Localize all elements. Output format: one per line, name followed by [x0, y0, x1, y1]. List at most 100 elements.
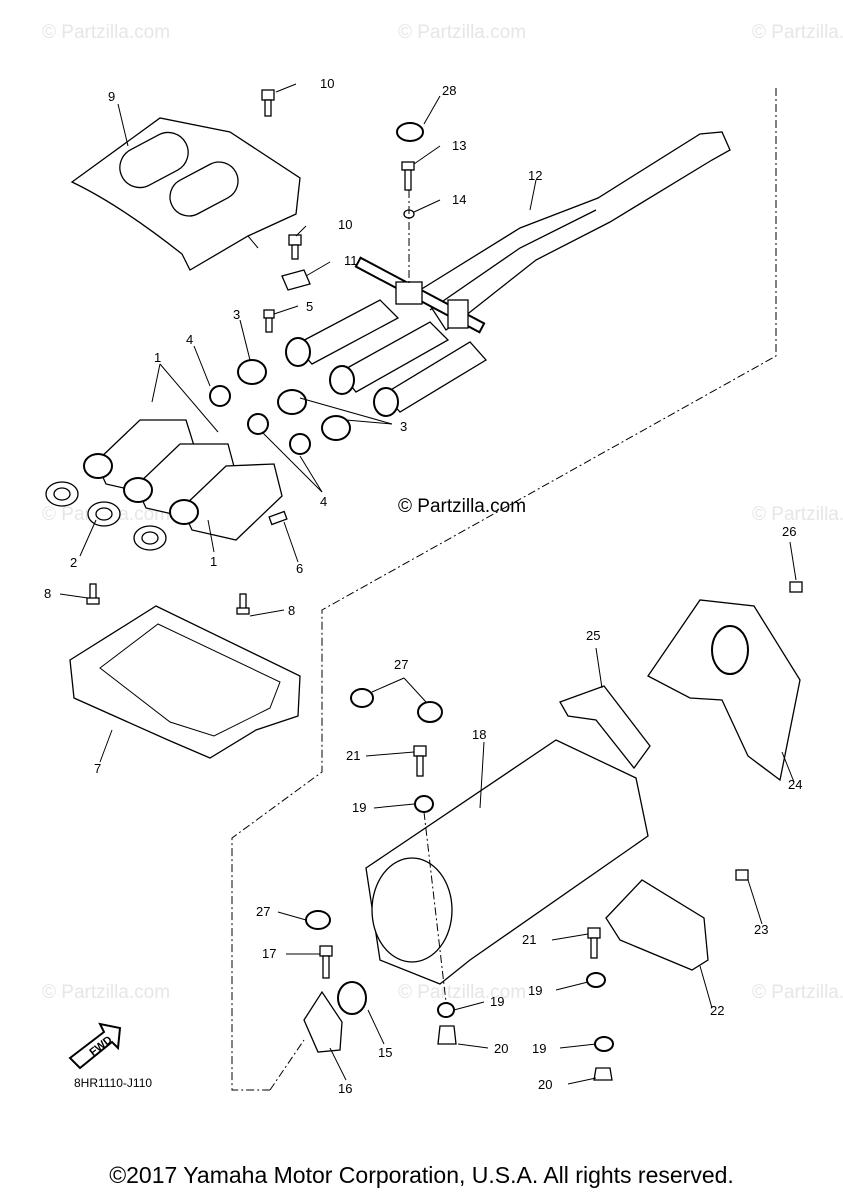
- bracket-11: [281, 269, 311, 291]
- clamp: [277, 389, 307, 415]
- muffler-band: [559, 685, 651, 770]
- clamp: [237, 359, 267, 385]
- muffler-end: [371, 857, 453, 963]
- callout-1: 1: [154, 350, 161, 365]
- callout-19: 19: [528, 983, 542, 998]
- pipe-tube: [373, 341, 488, 417]
- callout-19: 19: [352, 800, 366, 815]
- bolt-13: [401, 161, 415, 191]
- collar-19: [586, 972, 606, 988]
- callout-28: 28: [442, 83, 456, 98]
- callout-4: 4: [320, 494, 327, 509]
- callout-18: 18: [472, 727, 486, 742]
- bolt-26: [789, 581, 803, 593]
- callout-12: 12: [528, 168, 542, 183]
- watermark: © Partzilla.com: [398, 982, 526, 1003]
- heat-shield-lower: [69, 605, 301, 759]
- collar-19: [594, 1036, 614, 1052]
- grommet-27-lower: [305, 910, 331, 930]
- exhaust-joint-1c: [169, 463, 283, 541]
- callout-23: 23: [754, 922, 768, 937]
- leader-lines: [59, 83, 797, 1085]
- diagram-code: 8HR1110-J110: [74, 1076, 152, 1090]
- watermark: © Partzilla.com: [752, 22, 843, 43]
- bolt-10-upper: [261, 89, 275, 117]
- seal-ring: [247, 413, 269, 435]
- callout-labels: 9 10 10 11 28 13 14 12 5 3 4 1 3 4 1 2 6…: [44, 76, 802, 1096]
- partzilla-copyright: © Partzilla.com: [398, 496, 527, 517]
- callout-8: 8: [288, 603, 295, 618]
- bolt-21-upper: [413, 745, 427, 777]
- bolt-10-lower: [288, 234, 302, 260]
- seal-ring: [289, 433, 311, 455]
- callout-15: 15: [378, 1045, 392, 1060]
- grommet-27-left: [350, 688, 374, 708]
- callout-1: 1: [210, 554, 217, 569]
- rivet-8-right: [236, 593, 250, 615]
- assembly-boundary-line: [231, 88, 777, 1091]
- callout-21: 21: [522, 932, 536, 947]
- callout-22: 22: [710, 1003, 724, 1018]
- callout-9: 9: [108, 89, 115, 104]
- callout-17: 17: [262, 946, 276, 961]
- exhaust-pipe-assembly: [285, 131, 731, 417]
- pipe-tube: [285, 299, 400, 367]
- grommet-27-right: [417, 701, 443, 723]
- collar-19: [437, 1002, 455, 1018]
- callout-4: 4: [186, 332, 193, 347]
- callout-26: 26: [782, 524, 796, 539]
- callout-27: 27: [256, 904, 270, 919]
- clamp: [321, 415, 351, 441]
- callout-7: 7: [94, 761, 101, 776]
- cover-opening: [711, 625, 749, 675]
- callout-20: 20: [494, 1041, 508, 1056]
- footer-copyright: ©2017 Yamaha Motor Corporation, U.S.A. A…: [109, 1162, 734, 1188]
- callout-14: 14: [452, 192, 466, 207]
- callout-24: 24: [788, 777, 802, 792]
- boundary-line: [269, 1039, 305, 1091]
- gasket: [87, 501, 121, 527]
- collar-19: [414, 795, 434, 813]
- callout-13: 13: [452, 138, 466, 153]
- watermark: © Partzilla.com: [752, 982, 843, 1003]
- callout-20: 20: [538, 1077, 552, 1092]
- watermark: © Partzilla.com: [42, 22, 170, 43]
- callout-5: 5: [306, 299, 313, 314]
- callout-11: 11: [344, 253, 358, 268]
- gasket: [133, 525, 167, 551]
- watermark: © Partzilla.com: [398, 22, 526, 43]
- bolt-17: [319, 945, 333, 979]
- callout-19: 19: [490, 994, 504, 1009]
- rivet-8-left: [86, 583, 100, 605]
- bolt-6: [268, 510, 288, 526]
- callout-3: 3: [400, 419, 407, 434]
- callout-10: 10: [338, 217, 352, 232]
- callout-19: 19: [532, 1041, 546, 1056]
- exhaust-clamp-16: [303, 990, 343, 1053]
- callout-2: 2: [70, 555, 77, 570]
- bolt-5: [263, 309, 275, 333]
- forward-arrow-icon: FWD: [68, 1022, 122, 1070]
- callout-8: 8: [44, 586, 51, 601]
- rubber-cap: [396, 122, 424, 142]
- damper-20: [593, 1067, 613, 1081]
- callout-16: 16: [338, 1081, 352, 1096]
- watermark: © Partzilla.com: [752, 504, 843, 525]
- damper-20: [437, 1025, 457, 1045]
- clamps-and-seals: [209, 359, 351, 455]
- callout-21: 21: [346, 748, 360, 763]
- exhaust-gasket-15: [337, 981, 367, 1015]
- heat-shield-upper: [70, 117, 301, 271]
- bolt-21-lower: [587, 927, 601, 959]
- callout-27: 27: [394, 657, 408, 672]
- pipe-tube: [329, 321, 450, 395]
- watermark: © Partzilla.com: [42, 982, 170, 1003]
- muffler-end-cover: [647, 599, 801, 782]
- callout-6: 6: [296, 561, 303, 576]
- muffler-bracket: [605, 879, 709, 971]
- gasket: [45, 481, 79, 507]
- callout-25: 25: [586, 628, 600, 643]
- callout-3: 3: [233, 307, 240, 322]
